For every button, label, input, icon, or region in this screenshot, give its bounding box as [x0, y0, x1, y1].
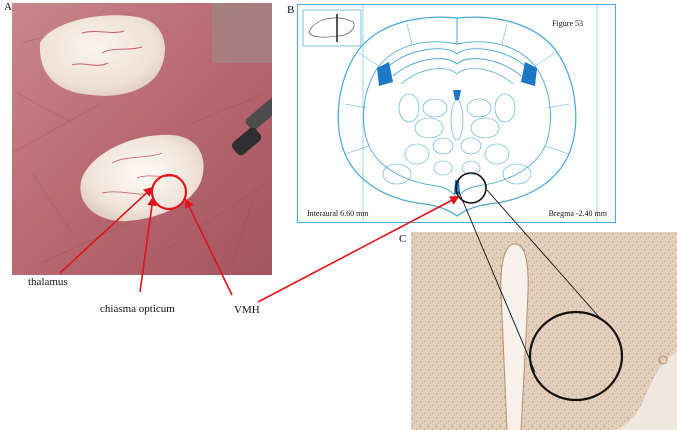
histology-section [411, 232, 677, 430]
panel-b-letter: B [287, 4, 295, 16]
atlas-drawing: Figure 53 Interaural 6.60 mm Bregma -2.4… [297, 4, 616, 223]
atlas-interaural: Interaural 6.60 mm [307, 209, 369, 218]
brain-photo-drawing [12, 3, 272, 275]
panel-c-letter: C [399, 233, 407, 245]
thalamus-label: thalamus [28, 276, 68, 288]
panel-a-letter: A [4, 1, 12, 13]
atlas-bregma: Bregma -2.40 mm [549, 209, 608, 218]
brain-dissection-photo [12, 3, 272, 275]
brain-atlas-plate: Figure 53 Interaural 6.60 mm Bregma -2.4… [297, 4, 616, 223]
vmh-label: VMH [234, 304, 260, 316]
atlas-figure-number: Figure 53 [552, 19, 583, 28]
chiasma-opticum-label: chiasma opticum [100, 303, 175, 315]
histology-drawing [411, 232, 677, 430]
